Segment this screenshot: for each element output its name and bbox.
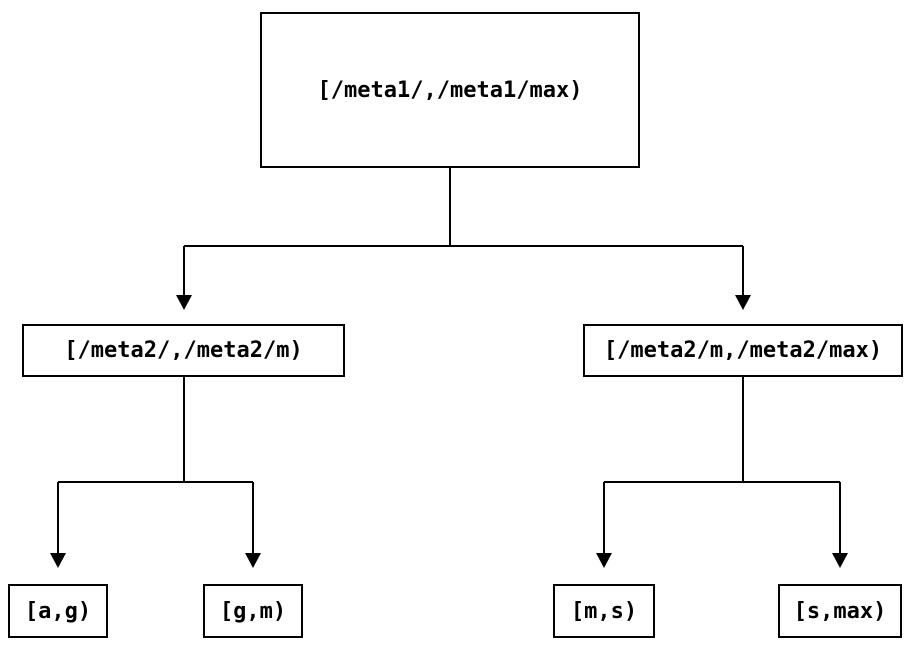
node-right-mid-range: [/meta2/m,/meta2/max)	[583, 324, 903, 377]
node-leaf-smax: [s,max)	[778, 584, 902, 638]
node-leaf-ms-label: [m,s)	[570, 598, 638, 624]
arrowhead-leaf-ms-icon	[596, 553, 612, 568]
arrowhead-root-right-icon	[735, 295, 751, 310]
node-root-range: [/meta1/,/meta1/max)	[260, 12, 640, 168]
arrowhead-root-left-icon	[176, 295, 192, 310]
node-leaf-ag: [a,g)	[8, 584, 108, 638]
node-leaf-smax-label: [s,max)	[793, 598, 887, 624]
node-root-label: [/meta1/,/meta1/max)	[317, 77, 583, 103]
node-leaf-ag-label: [a,g)	[24, 598, 92, 624]
arrowhead-leaf-smax-icon	[832, 553, 848, 568]
node-leaf-gm: [g,m)	[203, 584, 303, 638]
node-leaf-gm-label: [g,m)	[219, 598, 287, 624]
node-left-mid-range: [/meta2/,/meta2/m)	[22, 324, 345, 377]
arrowhead-leaf-ag-icon	[50, 553, 66, 568]
node-right-mid-label: [/meta2/m,/meta2/max)	[603, 338, 883, 363]
arrowhead-leaf-gm-icon	[245, 553, 261, 568]
node-leaf-ms: [m,s)	[553, 584, 655, 638]
node-left-mid-label: [/meta2/,/meta2/m)	[64, 338, 303, 363]
